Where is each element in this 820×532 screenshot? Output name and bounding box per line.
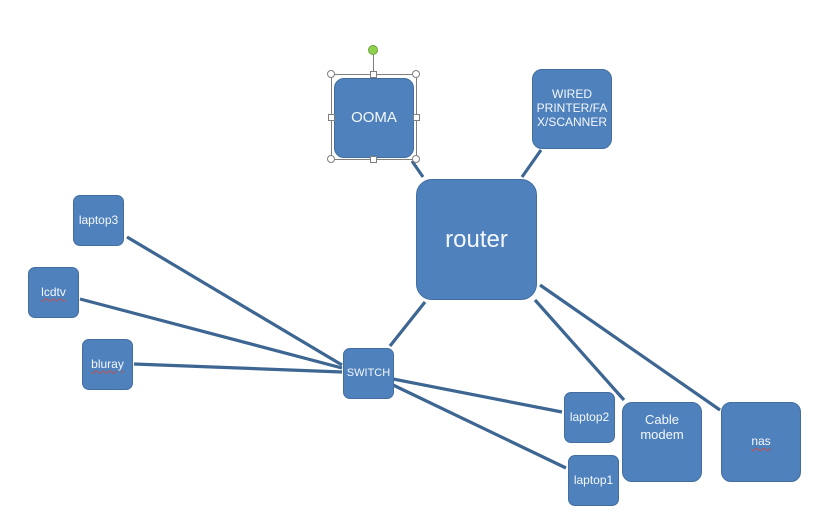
- link-router-printer[interactable]: [520, 149, 543, 178]
- node-label: nas: [751, 434, 771, 449]
- node-lcdtv[interactable]: lcdtv: [28, 267, 79, 318]
- node-cable-modem[interactable]: Cable modem: [622, 402, 702, 482]
- link-router-switch[interactable]: [388, 301, 427, 347]
- link-switch-laptop1[interactable]: [392, 383, 567, 470]
- node-router[interactable]: router: [416, 179, 537, 300]
- link-switch-laptop2[interactable]: [392, 377, 563, 414]
- rotate-stem: [373, 55, 374, 75]
- resize-handle-e[interactable]: [413, 114, 420, 121]
- link-router-nas[interactable]: [539, 283, 721, 412]
- node-label: laptop1: [573, 472, 614, 487]
- node-label: OOMA: [351, 109, 397, 127]
- rotate-handle[interactable]: [368, 45, 378, 55]
- node-laptop3[interactable]: laptop3: [73, 195, 124, 246]
- node-label: lcdtv: [41, 284, 66, 299]
- node-bluray[interactable]: bluray: [82, 339, 133, 390]
- resize-handle-nw[interactable]: [327, 70, 335, 78]
- node-label-line: Cable: [645, 412, 679, 427]
- node-label: laptop2: [569, 409, 610, 424]
- resize-handle-sw[interactable]: [327, 155, 335, 163]
- resize-handle-se[interactable]: [412, 155, 420, 163]
- node-laptop2[interactable]: laptop2: [564, 392, 615, 443]
- node-nas[interactable]: nas: [721, 402, 801, 482]
- node-label-line: PRINTER/FA: [536, 101, 608, 116]
- node-label: bluray: [91, 356, 124, 371]
- node-switch[interactable]: SWITCH: [343, 348, 394, 399]
- node-label-line: X/SCANNER: [536, 114, 607, 129]
- node-label: SWITCH: [346, 367, 391, 380]
- link-switch-lcdtv[interactable]: [79, 297, 343, 370]
- resize-handle-ne[interactable]: [412, 70, 420, 78]
- node-label-line: WIRED: [552, 87, 592, 102]
- resize-handle-n[interactable]: [370, 71, 377, 78]
- node-label-line: modem: [640, 426, 684, 442]
- link-router-cable-modem[interactable]: [533, 298, 626, 402]
- node-laptop1[interactable]: laptop1: [568, 455, 619, 506]
- link-switch-bluray[interactable]: [133, 362, 343, 374]
- link-router-ooma[interactable]: [410, 160, 425, 178]
- node-printer[interactable]: WIRED PRINTER/FA X/SCANNER: [532, 69, 612, 149]
- node-ooma[interactable]: OOMA: [334, 78, 414, 158]
- node-label: laptop3: [78, 212, 119, 227]
- link-switch-laptop3[interactable]: [126, 235, 343, 367]
- resize-handle-w[interactable]: [328, 114, 335, 121]
- resize-handle-s[interactable]: [370, 156, 377, 163]
- node-label: router: [445, 225, 508, 253]
